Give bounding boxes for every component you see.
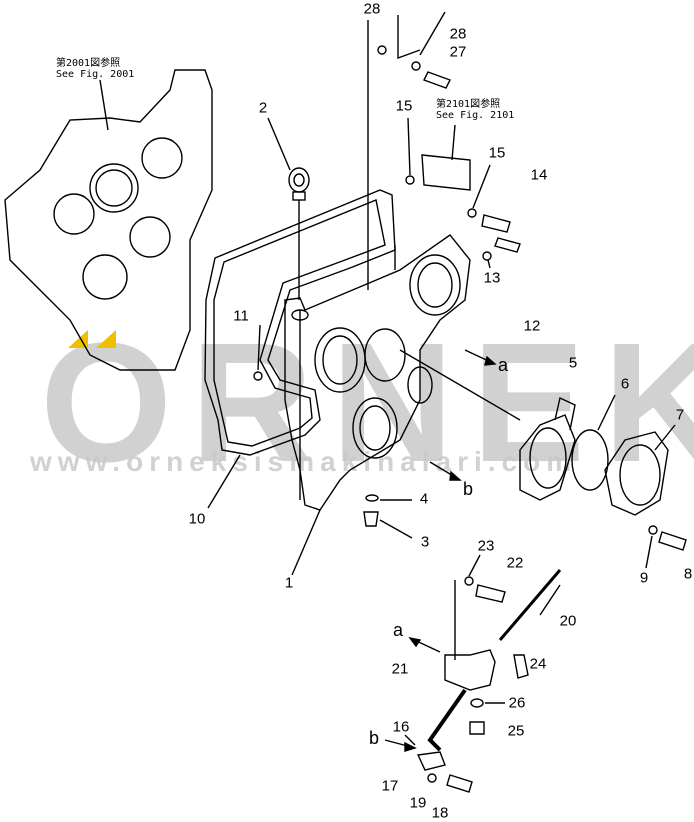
callout: 20 <box>559 612 577 630</box>
leader-line <box>397 15 421 59</box>
callout: 7 <box>675 406 685 424</box>
callout: 15 <box>395 97 413 115</box>
fitting-17 <box>416 751 446 771</box>
callout: 26 <box>508 694 526 712</box>
callout: 14 <box>530 166 548 184</box>
callout: 5 <box>568 354 578 372</box>
leader-line <box>419 11 446 56</box>
callout: 4 <box>419 490 429 508</box>
callout: 2 <box>258 99 268 117</box>
nut-25 <box>469 721 485 735</box>
bolt-12 <box>494 237 521 253</box>
drain-plug <box>363 511 379 527</box>
eye-bolt <box>288 167 310 300</box>
callout: 18 <box>431 804 449 822</box>
bolt-8 <box>658 531 687 551</box>
callout: 22 <box>506 554 524 572</box>
referenced-housing <box>4 69 213 371</box>
dipstick <box>498 569 562 641</box>
callout: 1 <box>284 574 294 592</box>
leader-line <box>451 124 456 161</box>
reference-note: 第2101図参照 See Fig. 2101 <box>436 99 514 121</box>
leader-line <box>267 117 291 171</box>
reference-note: 第2001図参照 See Fig. 2001 <box>56 58 134 80</box>
callout: 27 <box>449 43 467 61</box>
reference-en: See Fig. 2101 <box>436 110 515 121</box>
o-ring <box>571 429 609 491</box>
pipe <box>427 688 467 752</box>
callout: 8 <box>683 565 693 583</box>
callout: 19 <box>409 794 427 812</box>
bolt-22 <box>475 584 506 603</box>
callout: 3 <box>420 533 430 551</box>
gasket-inner <box>213 199 386 447</box>
callout: 13 <box>483 269 501 287</box>
callout: b <box>368 728 380 748</box>
callout: 15 <box>488 144 506 162</box>
callout: 23 <box>477 537 495 555</box>
callout: a <box>392 620 404 640</box>
callout: 17 <box>381 777 399 795</box>
bolt-14 <box>481 214 511 233</box>
callout: 28 <box>363 0 381 18</box>
callout: 10 <box>188 510 206 528</box>
callout: 16 <box>392 718 410 736</box>
bracket-21 <box>444 649 496 691</box>
cover <box>519 414 576 501</box>
leader-line <box>399 349 521 421</box>
bolt-27 <box>423 71 451 89</box>
callout: a <box>497 355 509 375</box>
callout: 25 <box>507 722 525 740</box>
callout: 12 <box>523 317 541 335</box>
callout: 9 <box>639 569 649 587</box>
gear-case <box>284 234 471 511</box>
callout: 21 <box>391 660 409 678</box>
reference-jp: 第2001図参照 <box>56 58 121 69</box>
reference-jp: 第2101図参照 <box>436 99 501 110</box>
callout: 11 <box>233 307 249 325</box>
callout: b <box>462 479 474 499</box>
bolt-18 <box>446 774 473 793</box>
leader-line <box>99 79 109 131</box>
fitting-24 <box>513 654 529 679</box>
end-cover <box>604 431 669 516</box>
callout: 6 <box>620 375 630 393</box>
watermark-accent <box>96 330 116 348</box>
reference-en: See Fig. 2001 <box>56 69 135 80</box>
callout: 28 <box>449 25 467 43</box>
callout: 24 <box>529 655 547 673</box>
gasket <box>204 189 396 456</box>
leader-line <box>554 396 576 431</box>
referenced-bracket <box>421 154 471 191</box>
